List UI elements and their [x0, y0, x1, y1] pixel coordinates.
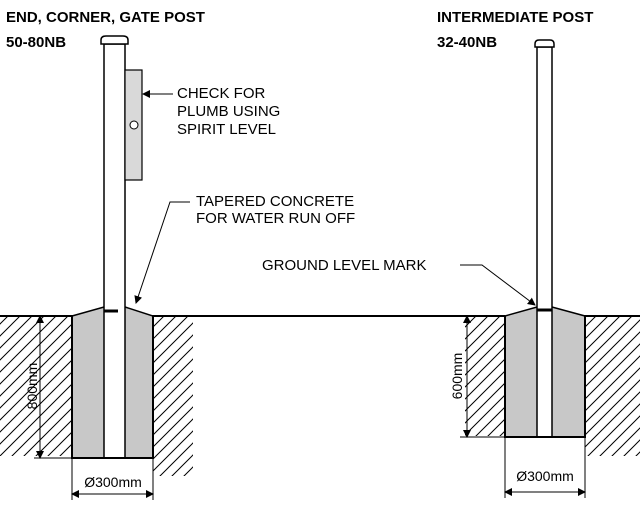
- ground-level-callout: GROUND LEVEL MARK: [262, 257, 426, 274]
- plumb-callout-line-1: CHECK FOR: [177, 85, 266, 102]
- end-post: [100, 35, 129, 459]
- intermediate-post-depth-dimension: [460, 315, 505, 438]
- end-post-size: 50-80NB: [6, 34, 66, 51]
- end-post-diameter-dimension: [71, 458, 154, 500]
- spirit-level: [124, 69, 143, 181]
- end-post-depth-dimension: [34, 315, 72, 459]
- concrete-leader: [134, 201, 190, 304]
- end-post-depth-label: 800mm: [24, 363, 40, 410]
- plumb-callout-line-3: SPIRIT LEVEL: [177, 121, 276, 138]
- concrete-callout-line-2: FOR WATER RUN OFF: [196, 210, 355, 227]
- end-post-pit-outline: [0, 315, 193, 459]
- ground-hatching-right: [465, 316, 640, 456]
- intermediate-post-depth-label: 600mm: [449, 353, 465, 400]
- intermediate-post-diameter-label: Ø300mm: [516, 468, 574, 484]
- intermediate-post: [534, 39, 555, 438]
- end-post-title: END, CORNER, GATE POST: [6, 9, 205, 26]
- intermediate-post-size: 32-40NB: [437, 34, 497, 51]
- intermediate-post-diameter-dimension: [504, 437, 586, 498]
- ground-level-leader: [460, 264, 536, 306]
- concrete-callout-line-1: TAPERED CONCRETE: [196, 193, 354, 210]
- intermediate-post-title: INTERMEDIATE POST: [437, 9, 593, 26]
- plumb-callout-line-2: PLUMB USING: [177, 103, 280, 120]
- end-post-diameter-label: Ø300mm: [84, 474, 142, 490]
